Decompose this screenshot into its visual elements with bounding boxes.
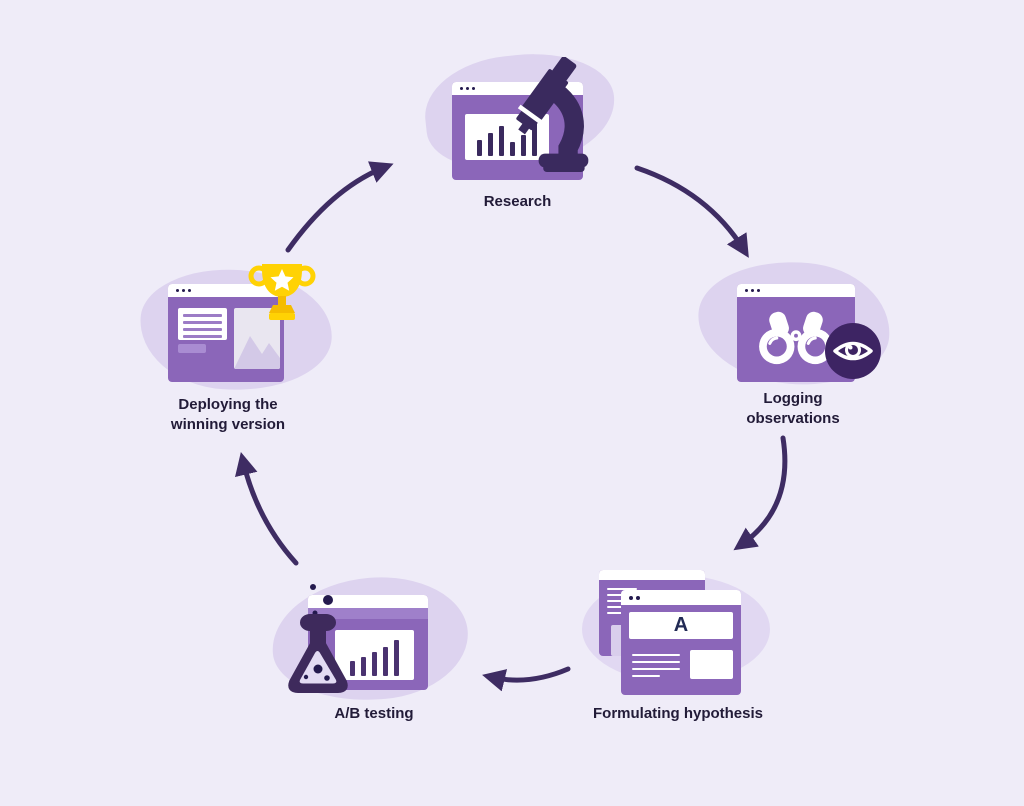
front-window-titlebar <box>621 590 741 605</box>
arrow-abtesting-to-deploy <box>235 452 299 566</box>
ab-address-strip <box>308 608 428 619</box>
stage-label-logging: Logging observations <box>746 390 840 428</box>
mountains-graphic <box>234 336 280 369</box>
headline-banner: A <box>629 612 733 639</box>
ab-chart-panel <box>335 630 414 680</box>
window-dot <box>629 595 633 600</box>
arrow-logging-to-hypothesis <box>733 435 788 551</box>
banner-letter: A <box>673 614 689 636</box>
window-dot <box>182 289 185 292</box>
window-dot <box>751 289 754 292</box>
stage-label-deploying: Deploying the winning version <box>170 396 286 434</box>
stage-label-hypothesis: Formulating hypothesis <box>592 705 764 722</box>
hypothesis-front-window: A <box>621 590 741 695</box>
deploy-button <box>178 344 206 353</box>
arrow-research-to-logging <box>634 165 749 258</box>
microscope-icon <box>516 57 589 173</box>
deploy-image-placeholder <box>234 308 280 369</box>
window-dot <box>188 289 191 292</box>
ab-bar-chart <box>335 630 414 680</box>
binoculars-icon <box>759 311 833 365</box>
arrow-deploy-to-research <box>285 161 394 253</box>
window-dot <box>472 87 475 90</box>
window-dot <box>460 87 463 90</box>
stage-label-ab-testing: A/B testing <box>334 705 414 722</box>
arrow-hypothesis-to-abtesting <box>482 666 571 692</box>
front-window-block <box>690 650 733 679</box>
window-dot <box>466 87 469 90</box>
research-bar-chart <box>465 114 549 160</box>
ab-window-titlebar <box>308 595 428 608</box>
deploy-browser-window <box>168 284 284 382</box>
deploy-window-titlebar <box>168 284 284 297</box>
back-window-titlebar <box>599 570 705 580</box>
trophy-icon <box>248 264 316 320</box>
stage-label-research: Research <box>483 193 552 210</box>
logging-window-titlebar <box>737 284 855 297</box>
ab-browser-window <box>308 595 428 690</box>
window-dot <box>757 289 760 292</box>
eye-badge-icon <box>825 323 881 379</box>
deploy-text-card <box>178 308 227 340</box>
window-dot <box>636 595 640 600</box>
front-window-text-lines <box>632 654 680 681</box>
flask-icon <box>288 584 348 693</box>
window-dot <box>176 289 179 292</box>
window-dot <box>745 289 748 292</box>
